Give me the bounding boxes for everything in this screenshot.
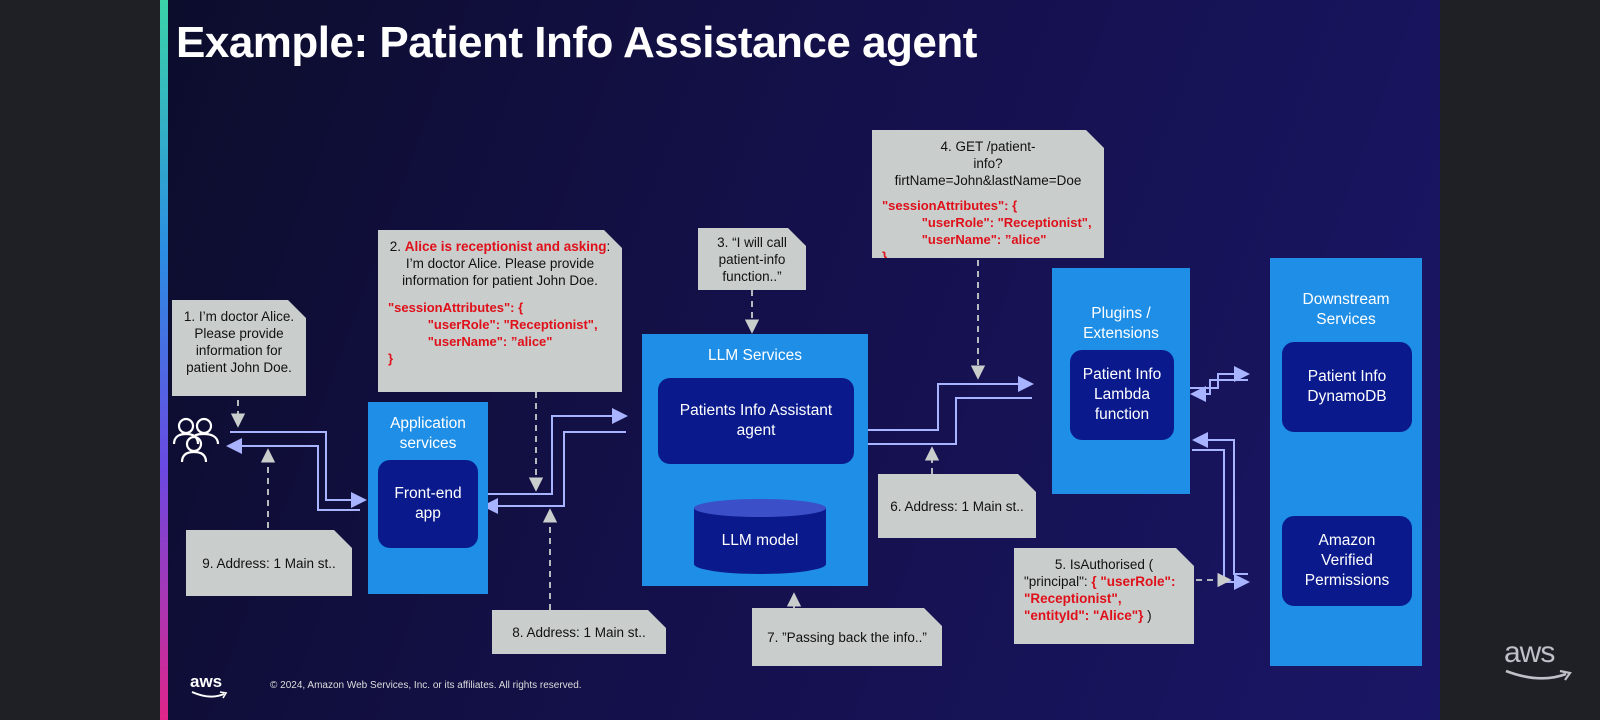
application-services-label: Application services xyxy=(390,415,466,452)
note-step7: 7. ”Passing back the info..” xyxy=(752,608,942,666)
wire-dynamo-to-plugins xyxy=(1190,379,1248,402)
note-step5: 5. IsAuthorised ( "principal": { "userRo… xyxy=(1014,548,1194,644)
patient-info-lambda-box[interactable]: Patient Info Lambda function xyxy=(1070,350,1174,440)
wire-frontend-to-user xyxy=(226,438,360,511)
copyright-text: © 2024, Amazon Web Services, Inc. or its… xyxy=(270,680,582,691)
wire-frontend-to-llm xyxy=(482,408,628,495)
wire-plugins-to-llm xyxy=(852,397,1032,452)
wire-llm-to-plugins xyxy=(852,376,1034,431)
slide: Example: Patient Info Assistance agent xyxy=(160,0,1440,720)
users-icon xyxy=(172,417,220,463)
plugins-extensions-label: Plugins / Extensions xyxy=(1083,305,1159,342)
aws-logo: aws xyxy=(190,672,223,691)
aws-corner-logo: aws xyxy=(1504,636,1555,669)
note-step8: 8. Address: 1 Main st.. xyxy=(492,610,666,654)
note-step2: 2. Alice is receptionist and asking: I’m… xyxy=(378,230,622,392)
wire-user-to-frontend xyxy=(230,431,367,508)
llm-model-label: LLM model xyxy=(721,532,799,549)
aws-smile-icon xyxy=(191,691,228,699)
wire-avp-to-plugins xyxy=(1192,432,1248,575)
note-step9: 9. Address: 1 Main st.. xyxy=(186,530,352,596)
assistant-agent-box[interactable]: Patients Info Assistant agent xyxy=(658,378,854,464)
accent-bar xyxy=(160,0,168,720)
frontend-app-box[interactable]: Front-end app xyxy=(378,460,478,548)
llm-model-cylinder xyxy=(694,499,826,574)
llm-services-label: LLM Services xyxy=(708,347,802,364)
note-step4: 4. GET /patient- info?firtName=John&last… xyxy=(872,130,1104,258)
downstream-services-label: Downstream Services xyxy=(1302,291,1390,328)
aws-corner-smile-icon xyxy=(1505,669,1572,681)
note-step1: 1. I’m doctor Alice. Please provide info… xyxy=(172,300,306,396)
amazon-verified-permissions-box[interactable]: Amazon Verified Permissions xyxy=(1282,516,1412,606)
slide-title: Example: Patient Info Assistance agent xyxy=(176,18,977,67)
wire-llm-to-frontend xyxy=(482,431,626,514)
wire-plugins-to-avp xyxy=(1192,449,1250,590)
patient-info-dynamodb-box[interactable]: Patient Info DynamoDB xyxy=(1282,342,1412,432)
note-step6: 6. Address: 1 Main st.. xyxy=(878,474,1036,538)
note-step3: 3. “I will call patient-info function..” xyxy=(698,228,806,290)
